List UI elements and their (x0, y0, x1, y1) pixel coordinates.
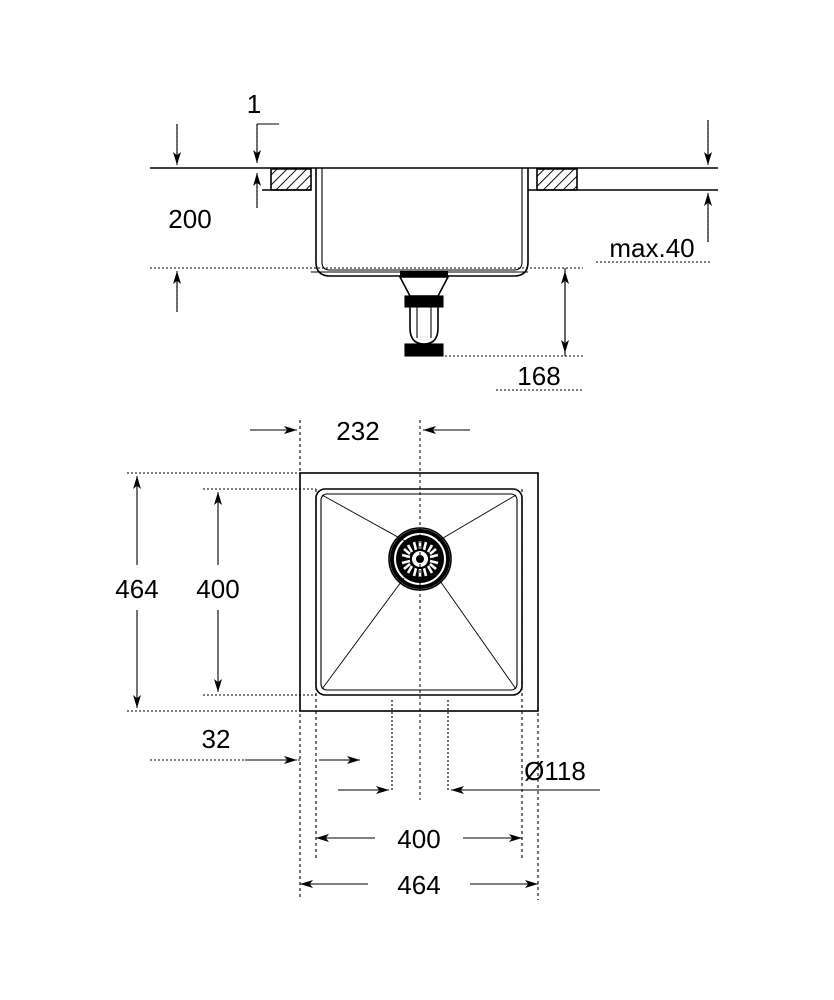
drain-flange (400, 271, 448, 277)
drain-body-taper (398, 276, 450, 297)
dim-168-label: 168 (517, 361, 560, 391)
bowl-section-inner (321, 168, 523, 271)
dim-outer-width: 464 (300, 870, 538, 900)
dim-464v-label: 464 (115, 574, 158, 604)
drain-collar-lower (405, 344, 443, 356)
bowl-opening-rect (315, 488, 523, 696)
dim-232-label: 232 (336, 416, 379, 446)
drain-collar-upper (405, 296, 443, 307)
sink-outer-rect (299, 472, 539, 712)
dim-200-label: 200 (168, 204, 211, 234)
section-view: 1 200 max.40 168 (150, 89, 718, 391)
dim-bowl-depth: 200 (150, 124, 718, 312)
mounting-clip-right (536, 168, 578, 191)
drain-assembly-section (398, 271, 450, 357)
dim-1-label: 1 (247, 89, 261, 119)
dim-32-label: 32 (202, 724, 231, 754)
dim-outer-height: 464 (115, 472, 300, 712)
bowl-slope-lines (321, 494, 517, 690)
dim-400h-label: 400 (397, 824, 440, 854)
plan-extension-lines (299, 420, 539, 900)
dim-drain-diameter: Ø118 (338, 700, 600, 794)
slope-line-top-left (321, 494, 406, 542)
mounting-clip-left (270, 168, 312, 191)
dim-464h-label: 464 (397, 870, 440, 900)
drain-collar-upper-outline (404, 295, 444, 308)
bowl-section-outer (315, 168, 529, 277)
slope-line-bottom-right (437, 577, 517, 690)
dim-bowl-width: 400 (316, 824, 522, 854)
dim-countertop-thickness: 1 (247, 89, 279, 208)
dim-400v-label: 400 (196, 574, 239, 604)
bowl-opening-inner-rect (320, 493, 518, 691)
dim-d118-label: Ø118 (524, 756, 586, 786)
dim-drain-offset: 232 (250, 416, 470, 446)
dim-max40-label: max.40 (609, 233, 694, 263)
plan-view: 232 464 400 32 (115, 416, 600, 900)
drain-collar-lower-outline (404, 343, 444, 357)
dim-drain-height: 168 (445, 268, 583, 391)
dim-counter-max-thickness: max.40 (596, 120, 712, 263)
dim-bowl-height: 400 (196, 488, 316, 696)
strainer-slots (401, 541, 439, 577)
dim-rim-offset: 32 (150, 724, 360, 764)
drain-trap-bulb (409, 307, 439, 345)
slope-line-top-right (437, 494, 517, 542)
slope-line-bottom-left (321, 577, 405, 690)
